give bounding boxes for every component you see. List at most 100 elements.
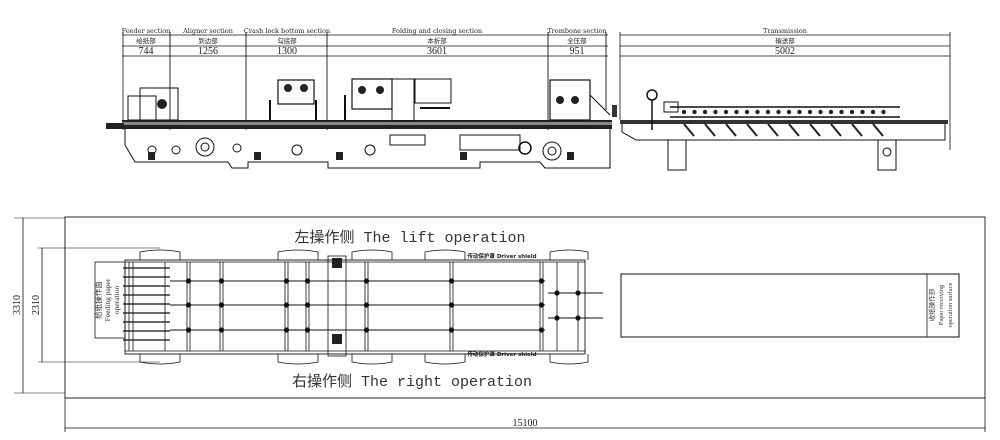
section-name-cn: 输送部 bbox=[775, 36, 795, 45]
transmission-arm bbox=[830, 123, 842, 137]
section-name-en: Trombone section bbox=[547, 27, 606, 35]
machine-elevation bbox=[106, 78, 612, 169]
section-name-en: Folding and closing section bbox=[392, 27, 482, 35]
section-name-cn: 勾底部 bbox=[277, 36, 297, 45]
transmission-roller bbox=[870, 109, 876, 115]
feeding-label-en-1: Feeding paper bbox=[103, 278, 112, 321]
driver-shield-bottom-label: 传动保护罩 Driver shield bbox=[466, 350, 536, 358]
rail-clamp bbox=[304, 327, 311, 333]
plan-view-frame bbox=[14, 216, 986, 432]
transmission-roller bbox=[755, 109, 760, 115]
section-aligner: Aligner section 到边部 1256 bbox=[182, 27, 233, 57]
paper-receiving-area: 收纸操作部 Paper receiving operation surface bbox=[620, 273, 960, 338]
transmission-roller bbox=[839, 109, 844, 115]
rail-clamp bbox=[538, 302, 545, 308]
section-length: 3601 bbox=[427, 46, 447, 57]
transmission-roller bbox=[681, 109, 687, 115]
overall-length-dimension: 15100 bbox=[513, 418, 538, 429]
transmission-roller bbox=[849, 109, 855, 115]
section-name-cn: 全压部 bbox=[567, 36, 587, 45]
transmission-roller bbox=[734, 109, 739, 115]
rail-clamp bbox=[218, 302, 225, 308]
section-length: 1300 bbox=[277, 46, 297, 57]
section-crash-lock: Crash lock bottom section 勾底部 1300 bbox=[244, 27, 330, 57]
transmission-roller bbox=[776, 109, 781, 115]
section-name-en: Transmission bbox=[763, 27, 807, 35]
section-length: 744 bbox=[139, 46, 154, 57]
rail-clamp bbox=[283, 327, 290, 333]
machine-width-dimension: 2310 bbox=[31, 295, 42, 315]
section-transmission: Transmission 输送部 5002 bbox=[763, 27, 807, 57]
rail-clamp bbox=[448, 302, 455, 308]
rail-clamp bbox=[448, 327, 455, 333]
transmission-roller bbox=[797, 109, 802, 115]
transmission-roller bbox=[765, 109, 771, 115]
transmission-roller bbox=[881, 109, 886, 115]
transmission-arm bbox=[683, 123, 695, 137]
rail-clamp bbox=[363, 327, 370, 333]
rail-clamp bbox=[363, 302, 370, 308]
rail-clamp bbox=[575, 290, 581, 296]
section-length: 951 bbox=[570, 46, 585, 57]
rail-clamp bbox=[575, 315, 581, 321]
transmission-arm bbox=[872, 123, 884, 137]
rail-clamp bbox=[283, 302, 290, 308]
receiving-label-en-2: operation surface bbox=[947, 282, 954, 327]
rail-clamp bbox=[363, 278, 370, 284]
rail-clamp bbox=[185, 278, 192, 284]
feeding-label-cn: 给纸操作面 bbox=[93, 281, 103, 319]
transmission-roller bbox=[860, 109, 865, 115]
receiving-label-en-1: Paper receiving bbox=[938, 284, 945, 325]
left-operation-label: 左操作侧 The lift operation bbox=[294, 229, 525, 247]
transmission-roller bbox=[786, 109, 792, 115]
rail-clamp bbox=[218, 327, 225, 333]
rail-clamp bbox=[218, 278, 225, 284]
transmission-roller bbox=[818, 109, 823, 115]
machine-plan bbox=[94, 249, 589, 365]
feeding-label-en-2: operation bbox=[112, 286, 121, 315]
transmission-arm bbox=[851, 123, 863, 137]
section-name-en: Aligner section bbox=[182, 27, 233, 35]
rail-clamp bbox=[304, 302, 311, 308]
section-name-en: Crash lock bottom section bbox=[244, 27, 330, 35]
rail-clamp bbox=[554, 290, 560, 296]
rail-clamp bbox=[283, 278, 290, 284]
section-name-en: Feeder section bbox=[122, 27, 171, 35]
transmission-roller bbox=[828, 109, 834, 115]
plan-rails bbox=[123, 262, 603, 351]
overall-width-dimension: 3310 bbox=[12, 295, 23, 315]
section-name-cn: 到边部 bbox=[198, 36, 218, 45]
transmission-roller bbox=[713, 109, 718, 115]
section-name-cn: 本折部 bbox=[427, 36, 447, 45]
receiving-label-cn: 收纸操作部 bbox=[927, 288, 936, 321]
transmission-arm bbox=[746, 123, 758, 137]
section-folding: Folding and closing section 本折部 3601 bbox=[392, 27, 482, 57]
transmission-arm bbox=[788, 123, 800, 137]
transmission-rollers bbox=[681, 109, 886, 137]
transmission-roller bbox=[807, 109, 813, 115]
section-name-cn: 给纸部 bbox=[136, 36, 156, 45]
rail-clamp bbox=[448, 278, 455, 284]
transmission-roller bbox=[692, 109, 697, 115]
rail-clamp bbox=[185, 302, 192, 308]
section-dimension-chain bbox=[122, 32, 951, 150]
section-trombone: Trombone section 全压部 951 bbox=[547, 27, 606, 57]
transmission-arm bbox=[809, 123, 821, 137]
driver-shield-top-label: 传动保护罩 Driver shield bbox=[466, 252, 536, 260]
transmission-arm bbox=[767, 123, 779, 137]
transmission-roller bbox=[744, 109, 750, 115]
transmission-arm bbox=[704, 123, 716, 137]
transmission-elevation bbox=[612, 89, 948, 171]
section-length: 5002 bbox=[775, 46, 795, 57]
transmission-roller bbox=[723, 109, 729, 115]
rail-clamp bbox=[538, 327, 545, 333]
transmission-roller bbox=[702, 109, 708, 115]
section-feeder: Feeder section 给纸部 744 bbox=[122, 27, 171, 57]
section-length: 1256 bbox=[198, 46, 218, 57]
rail-clamp bbox=[185, 327, 192, 333]
rail-clamp bbox=[538, 278, 545, 284]
rail-clamp bbox=[554, 315, 560, 321]
transmission-arm bbox=[725, 123, 737, 137]
rail-clamp bbox=[304, 278, 311, 284]
